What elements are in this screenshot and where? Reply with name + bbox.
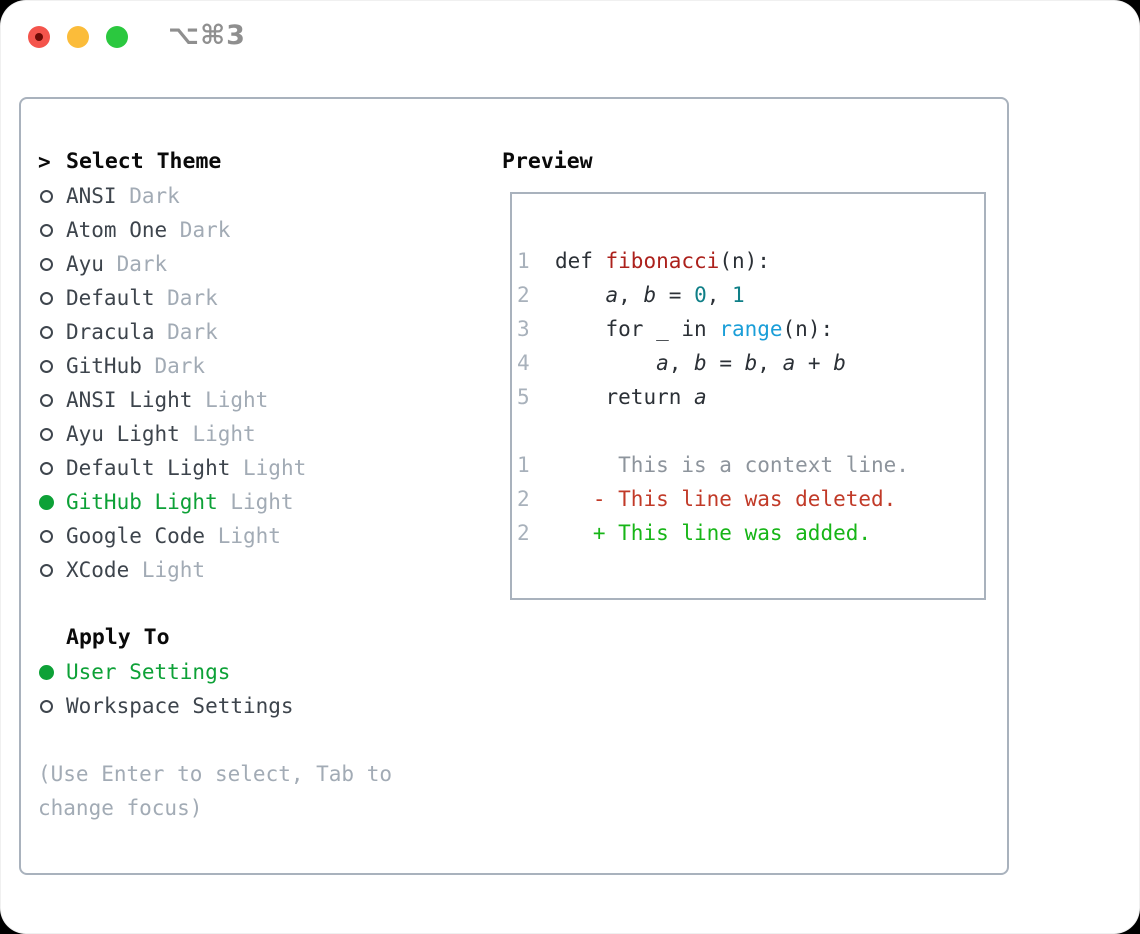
theme-option-default-light[interactable]: Default Light Light xyxy=(38,451,500,485)
code-preview: 1 def fibonacci(n): 2 a, b = 0, 1 3 for _ … xyxy=(512,194,984,550)
code-line-3: 3 for _ in range(n): xyxy=(517,317,834,341)
theme-option-google-code[interactable]: Google Code Light xyxy=(38,519,500,553)
theme-name: GitHub xyxy=(66,354,142,378)
theme-variant: Light xyxy=(129,558,206,582)
title-bar: ⌥⌘3 xyxy=(0,0,1140,75)
theme-variant: Dark xyxy=(141,354,206,378)
spacer xyxy=(38,587,500,621)
radio-icon xyxy=(40,563,53,577)
code-line-7: 1 This is a context line. xyxy=(517,453,909,477)
radio-icon xyxy=(40,223,53,237)
radio-selected-icon xyxy=(39,664,54,680)
radio-icon xyxy=(40,427,53,441)
theme-name: Atom One xyxy=(66,218,168,242)
radio-icon xyxy=(40,291,53,305)
theme-variant: Light xyxy=(192,388,269,412)
theme-variant: Light xyxy=(205,524,281,548)
theme-variant: Dark xyxy=(103,252,168,276)
theme-variant: Dark xyxy=(167,218,231,242)
radio-icon xyxy=(40,359,53,373)
apply-option-user-settings[interactable]: User Settings xyxy=(38,655,500,689)
code-line-8: 2 - This line was deleted. xyxy=(517,487,897,511)
theme-name: ANSI Light xyxy=(66,388,193,412)
theme-variant: Dark xyxy=(116,184,180,208)
theme-name: GitHub Light xyxy=(66,490,218,514)
theme-name: Google Code xyxy=(66,524,206,548)
close-button[interactable] xyxy=(28,26,50,48)
preview-box: 1 def fibonacci(n): 2 a, b = 0, 1 3 for _ … xyxy=(510,192,986,600)
radio-icon xyxy=(40,699,53,713)
select-theme-title: Select Theme xyxy=(66,149,222,174)
close-dot-icon xyxy=(35,33,43,41)
code-line-6 xyxy=(517,414,984,448)
radio-icon xyxy=(40,325,53,339)
radio-icon xyxy=(40,529,53,543)
select-theme-header: > Select Theme xyxy=(38,145,500,179)
theme-variant: Light xyxy=(179,422,256,446)
apply-to-header: Apply To xyxy=(38,621,500,655)
theme-option-atom-one[interactable]: Atom One Dark xyxy=(38,213,500,247)
apply-option-workspace-settings[interactable]: Workspace Settings xyxy=(38,689,500,723)
code-line-5: 5 return a xyxy=(517,385,707,409)
apply-to-title: Apply To xyxy=(66,625,170,650)
theme-name: ANSI xyxy=(66,184,117,208)
theme-name: Ayu Light xyxy=(66,422,180,446)
code-line-1: 1 def fibonacci(n): xyxy=(517,249,770,273)
theme-name: Dracula xyxy=(66,320,155,344)
theme-option-ayu[interactable]: Ayu Dark xyxy=(38,247,500,281)
radio-icon xyxy=(40,461,53,475)
theme-name: Default Light xyxy=(66,456,231,480)
prompt-icon: > xyxy=(38,150,51,174)
theme-variant: Dark xyxy=(154,286,218,310)
radio-icon xyxy=(40,257,53,271)
theme-option-github-light[interactable]: GitHub Light Light xyxy=(38,485,500,519)
radio-icon xyxy=(40,189,53,203)
preview-title: Preview xyxy=(502,149,593,174)
theme-variant: Light xyxy=(217,490,294,514)
theme-option-ansi-light[interactable]: ANSI Light Light xyxy=(38,383,500,417)
keyboard-hint: (Use Enter to select, Tab to change focu… xyxy=(38,762,393,820)
apply-option-label: User Settings xyxy=(66,660,231,684)
theme-option-default[interactable]: Default Dark xyxy=(38,281,500,315)
theme-name: Default xyxy=(66,286,155,310)
code-line-9: 2 + This line was added. xyxy=(517,521,872,545)
code-line-2: 2 a, b = 0, 1 xyxy=(517,283,745,307)
theme-option-xcode[interactable]: XCode Light xyxy=(38,553,500,587)
theme-option-github[interactable]: GitHub Dark xyxy=(38,349,500,383)
theme-option-dracula[interactable]: Dracula Dark xyxy=(38,315,500,349)
preview-column: Preview 1 def fibonacci(n): 2 a, b = 0, 1… xyxy=(500,145,1007,825)
window-title: ⌥⌘3 xyxy=(168,20,246,51)
theme-name: XCode xyxy=(66,558,130,582)
apply-option-label: Workspace Settings xyxy=(66,694,294,718)
radio-selected-icon xyxy=(39,494,54,510)
theme-variant: Dark xyxy=(154,320,218,344)
theme-option-ayu-light[interactable]: Ayu Light Light xyxy=(38,417,500,451)
minimize-button[interactable] xyxy=(67,26,89,48)
theme-variant: Light xyxy=(230,456,307,480)
zoom-button[interactable] xyxy=(106,26,128,48)
theme-option-ansi[interactable]: ANSI Dark xyxy=(38,179,500,213)
theme-name: Ayu xyxy=(66,252,104,276)
radio-icon xyxy=(40,393,53,407)
code-line-4: 4 a, b = b, a + b xyxy=(517,351,846,375)
